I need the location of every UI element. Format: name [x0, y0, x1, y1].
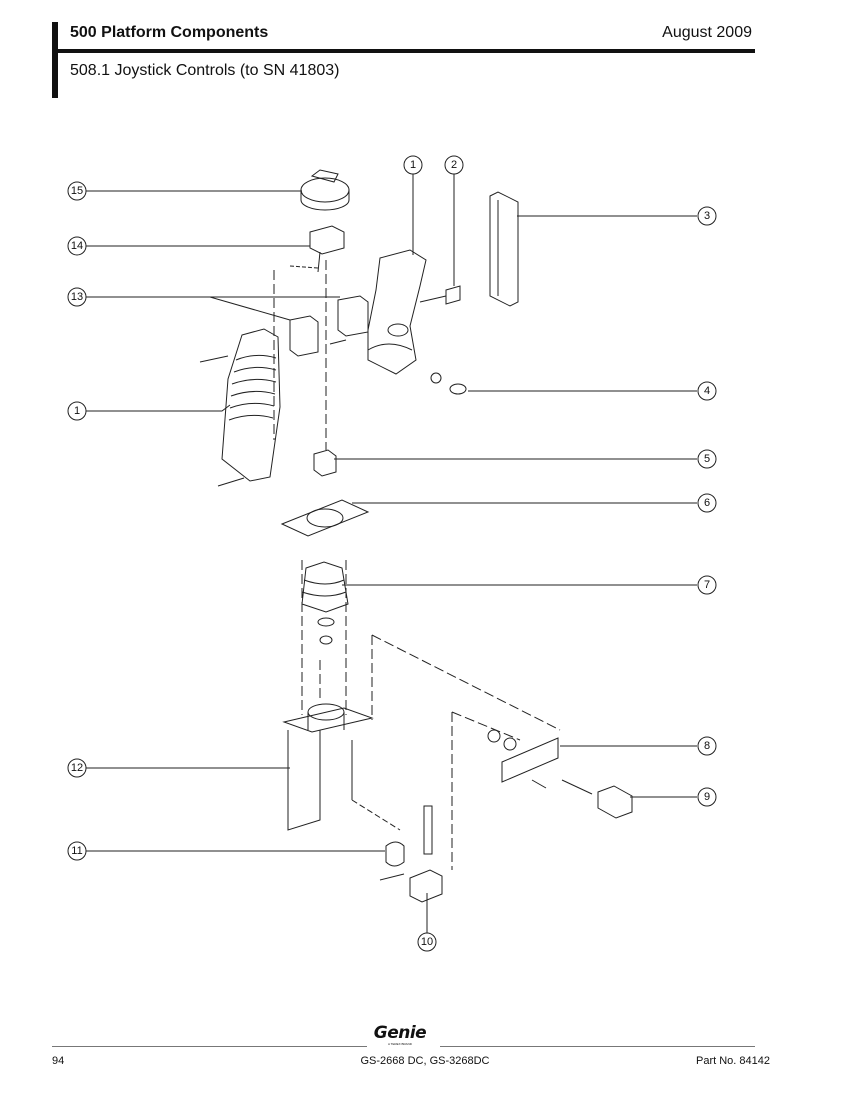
callout-circle-2 — [444, 155, 464, 175]
rocker-cap-part — [300, 169, 350, 211]
joystick-handle-grip-part — [199, 328, 281, 487]
vertical-bracket-part — [489, 191, 519, 307]
callout-circle-12 — [67, 758, 87, 778]
callout-label-1-left: 1 — [74, 405, 80, 417]
callout-label-11: 11 — [71, 845, 82, 857]
callout-circle-13 — [67, 287, 87, 307]
header-date: August 2009 — [662, 24, 752, 41]
footer-rule-right — [440, 1046, 755, 1047]
leader-line-13a — [86, 296, 291, 321]
rubber-boot-part — [301, 561, 349, 645]
joystick-handle-frame-part — [367, 249, 427, 375]
mounting-plate-part — [280, 499, 370, 537]
nut-and-washer-part — [430, 372, 467, 395]
microswitch-right-part — [329, 295, 369, 345]
callout-circle-9 — [697, 787, 717, 807]
callout-circle-5 — [697, 449, 717, 469]
callout-circle-15 — [67, 181, 87, 201]
rocker-switch-part — [289, 225, 345, 273]
footer-models: GS-2668 DC, GS-3268DC — [360, 1055, 490, 1067]
callout-circle-10 — [417, 932, 437, 952]
callout-circle-14 — [67, 236, 87, 256]
callout-label-9: 9 — [704, 791, 710, 803]
callout-label-12: 12 — [71, 762, 83, 774]
section-title: 500 Platform Components — [70, 24, 269, 41]
potentiometer-knob-part — [531, 779, 633, 819]
callout-label-14: 14 — [71, 240, 83, 252]
page-number: 94 — [52, 1055, 65, 1067]
clevis-part — [351, 799, 405, 867]
callout-circle-1-left — [67, 401, 87, 421]
leader-line-1-left — [86, 404, 231, 412]
callout-label-3: 3 — [704, 210, 710, 222]
microswitch-left-part — [289, 315, 319, 357]
side-plate-part — [487, 729, 559, 783]
subsection-title: 508.1 Joystick Controls (to SN 41803) — [70, 62, 340, 79]
callout-label-4: 4 — [704, 385, 710, 397]
callout-label-1-top: 1 — [410, 159, 416, 171]
callout-label-7: 7 — [704, 579, 710, 591]
callout-label-15: 15 — [71, 185, 83, 197]
header-accent-bar — [52, 22, 58, 98]
callout-label-8: 8 — [704, 740, 710, 752]
callout-circle-11 — [67, 841, 87, 861]
callout-label-13: 13 — [71, 291, 83, 303]
callout-circle-7 — [697, 575, 717, 595]
header-rule — [52, 49, 755, 53]
callout-circle-4 — [697, 381, 717, 401]
logo-tagline: A TEREX BRAND — [388, 1042, 412, 1046]
pivot-pin-part — [419, 285, 461, 305]
callout-label-10: 10 — [421, 936, 433, 948]
callout-label-6: 6 — [704, 497, 710, 509]
callout-circle-6 — [697, 493, 717, 513]
base-bracket-part — [282, 703, 374, 831]
callout-circle-3 — [697, 206, 717, 226]
genie-logo: Genie A TEREX BRAND — [370, 1024, 430, 1046]
logo-wordmark: Genie — [373, 1023, 427, 1043]
footer-rule-left — [52, 1046, 367, 1047]
control-shaft-part — [379, 805, 443, 903]
callout-label-5: 5 — [704, 453, 710, 465]
callout-label-2: 2 — [451, 159, 457, 171]
callout-circle-8 — [697, 736, 717, 756]
adapter-block-part — [313, 449, 337, 477]
callout-circle-1-top — [403, 155, 423, 175]
footer-part-number: Part No. 84142 — [696, 1055, 770, 1067]
